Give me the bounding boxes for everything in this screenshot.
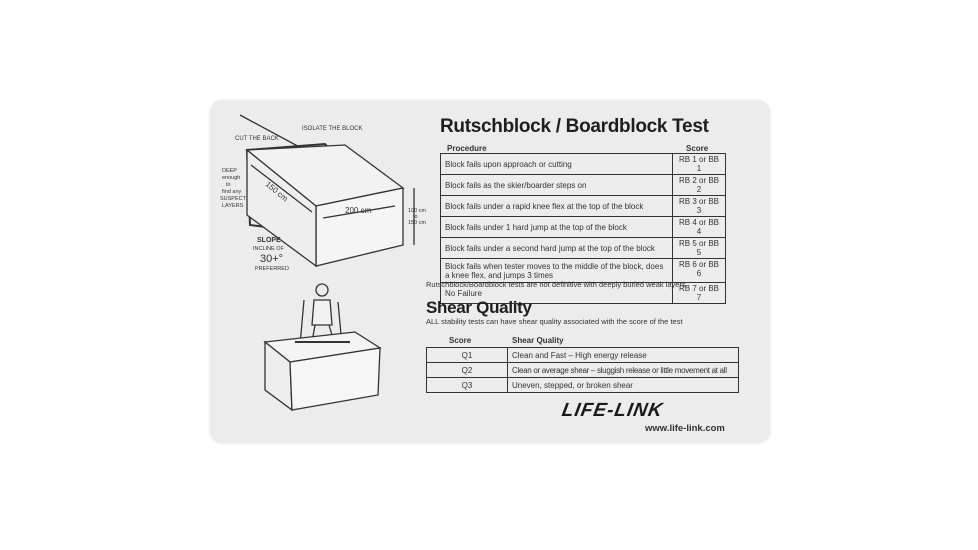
table-row: Block fails when tester moves to the mid… [440,258,726,283]
table-row: Block fails under a second hard jump at … [440,237,726,259]
table-row: Block fails under a rapid knee flex at t… [440,195,726,217]
svg-text:find any: find any [222,189,242,195]
svg-text:DEEP: DEEP [222,168,237,174]
procedure-cell: Block fails under a rapid knee flex at t… [440,195,673,217]
procedure-cell: Block fails as the skier/boarder steps o… [440,174,673,196]
incline-label: INCLINE OF [253,246,285,252]
shear-quality-header: Shear Quality [512,336,564,345]
shear-quality-subtitle: ALL stability tests can have shear quali… [426,317,683,326]
rutschblock-note: Rutschblock/Boardblock tests are not def… [426,280,686,289]
block-side [246,148,317,268]
score-cell: Q3 [426,377,508,393]
cut-back-label: CUT THE BACK [235,136,279,142]
life-link-logo: LIFE-LINK [560,400,665,421]
height-label: 100 cm to 150 cm [408,208,426,226]
score-cell: RB 6 or BB 6 [672,258,726,283]
svg-text:100 cm: 100 cm [408,208,426,214]
score-cell: RB 7 or BB 7 [672,282,726,304]
website-url: www.life-link.com [645,423,725,434]
shear-quality-title: Shear Quality [426,298,532,317]
rutschblock-title: Rutschblock / Boardblock Test [440,116,709,137]
width-label: 200 cm [345,206,372,215]
table-row: Block fails as the skier/boarder steps o… [440,174,726,196]
procedure-cell: Block fails under a second hard jump at … [440,237,673,259]
score-cell: Q2 [426,362,508,378]
score-cell: Q1 [426,347,508,363]
quality-cell: Uneven, stepped, or broken shear [507,377,739,393]
slope-label: SLOPE [257,237,281,244]
saw-cord [239,114,306,151]
score-cell: RB 2 or BB 2 [672,174,726,196]
svg-text:to: to [413,214,418,220]
svg-text:150 cm: 150 cm [408,220,426,226]
score-cell: RB 1 or BB 1 [672,153,726,175]
procedure-cell: Block fails upon approach or cutting [440,153,673,175]
score-header: Score [686,144,709,153]
deep-label: DEEP enough to find any SUSPECT LAYERS [220,168,247,209]
shear-score-header: Score [449,336,472,345]
score-cell: RB 4 or BB 4 [672,216,726,238]
procedure-cell: Block fails under 1 hard jump at the top… [440,216,673,238]
table-row: Block fails under 1 hard jump at the top… [440,216,726,238]
svg-text:LAYERS: LAYERS [222,203,244,209]
procedure-cell: Block fails when tester moves to the mid… [440,258,673,283]
svg-text:SUSPECT: SUSPECT [220,196,247,202]
skier-on-block [263,283,382,412]
block-illustration: CUT THE BACK ISOLATE THE BLOCK DEEP enou… [220,114,426,412]
svg-text:enough: enough [222,175,240,181]
quality-cell: Clean and Fast – High energy release [507,347,739,363]
incline-angle: 30+° [260,253,283,265]
score-cell: RB 5 or BB 5 [672,237,726,259]
preferred-label: PREFERRED [255,266,289,272]
score-cell: RB 3 or BB 3 [672,195,726,217]
procedure-header: Procedure [447,144,487,153]
svg-text:to: to [226,182,231,188]
quality-cell: Clean or average shear – sluggish releas… [507,362,739,378]
isolate-label: ISOLATE THE BLOCK [302,126,362,132]
